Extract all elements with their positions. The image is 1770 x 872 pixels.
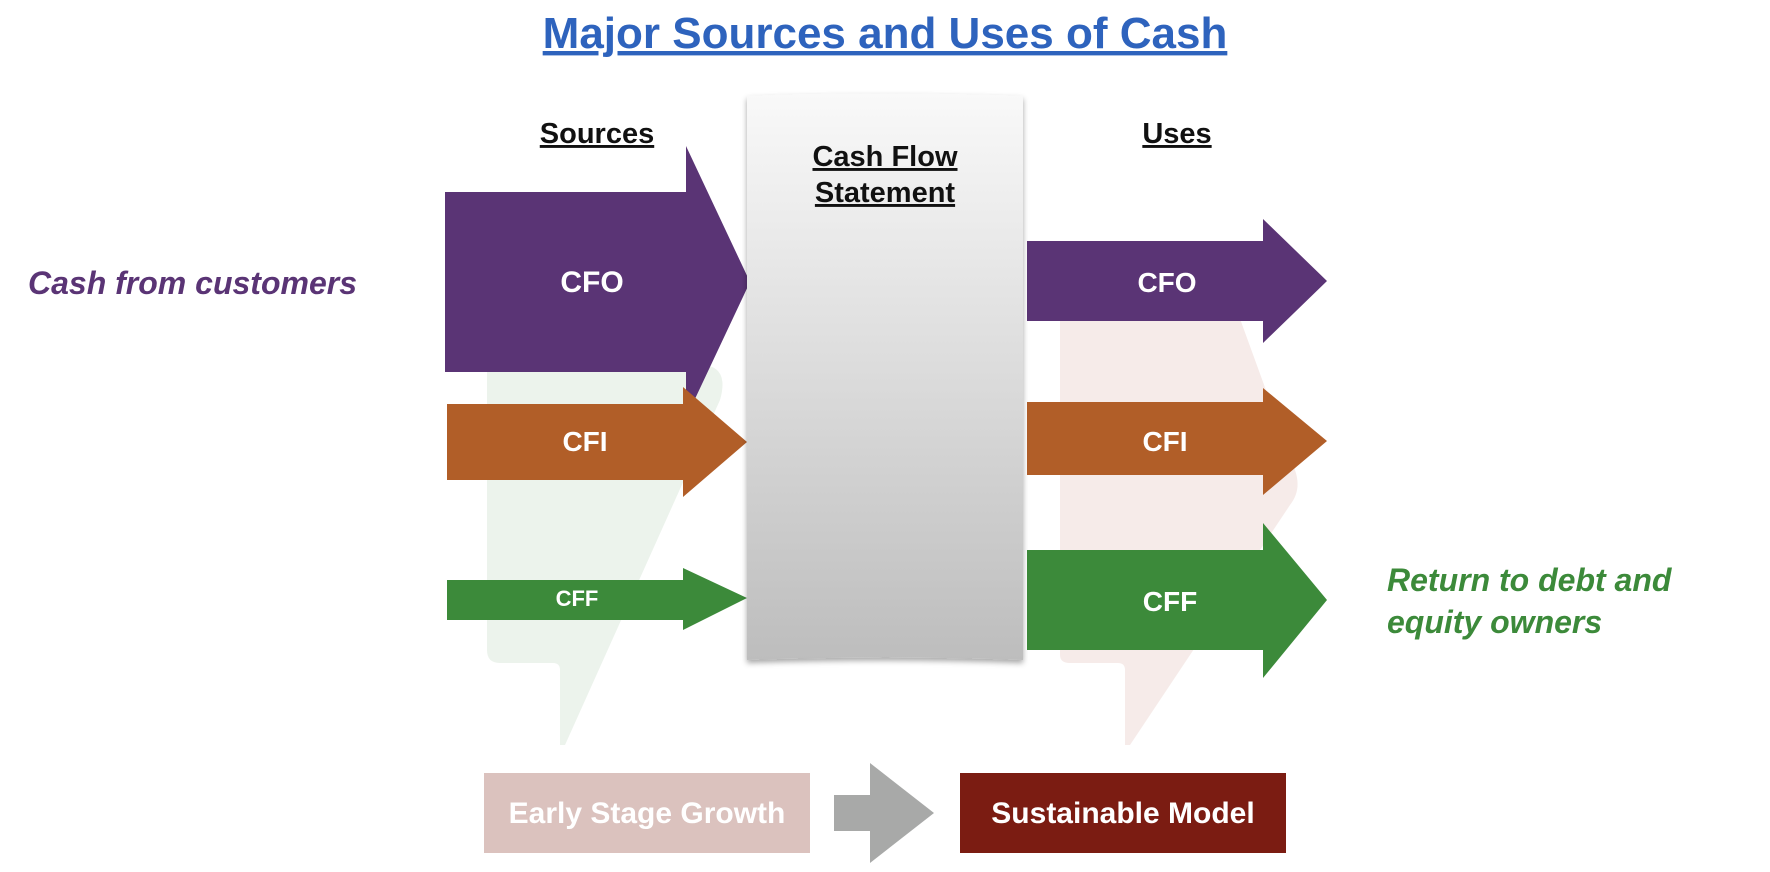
use-arrow-cfo <box>1027 219 1327 343</box>
sustainable-model-label: Sustainable Model <box>991 797 1254 830</box>
cash-flow-statement-panel <box>747 93 1023 660</box>
source-arrow-cfo-label: CFO <box>560 266 623 299</box>
right-note-line1: Return to debt and <box>1387 562 1673 598</box>
ghost-arrow-right <box>1060 305 1298 745</box>
center-heading-line2: Statement <box>815 177 956 209</box>
left-note: Cash from customers <box>28 265 357 301</box>
use-arrow-cfi <box>1027 388 1327 495</box>
early-stage-box <box>484 773 810 853</box>
use-arrow-cff-label: CFF <box>1143 586 1197 617</box>
early-stage-label: Early Stage Growth <box>509 797 786 830</box>
source-arrow-cfi <box>447 387 747 497</box>
use-arrow-cfo-label: CFO <box>1137 267 1196 298</box>
source-arrow-cff <box>447 568 747 630</box>
source-arrow-cfi-label: CFI <box>562 426 607 457</box>
source-arrow-cfo <box>445 146 750 418</box>
transition-arrow <box>834 763 934 863</box>
page-title: Major Sources and Uses of Cash <box>543 9 1228 58</box>
uses-heading: Uses <box>1142 118 1211 150</box>
source-arrow-cff-label: CFF <box>556 586 599 611</box>
center-heading-line1: Cash Flow <box>812 141 957 173</box>
right-note-line2: equity owners <box>1387 604 1602 640</box>
use-arrow-cfi-label: CFI <box>1142 426 1187 457</box>
use-arrow-cff <box>1027 523 1327 678</box>
sources-heading: Sources <box>540 118 654 150</box>
sustainable-model-box <box>960 773 1286 853</box>
